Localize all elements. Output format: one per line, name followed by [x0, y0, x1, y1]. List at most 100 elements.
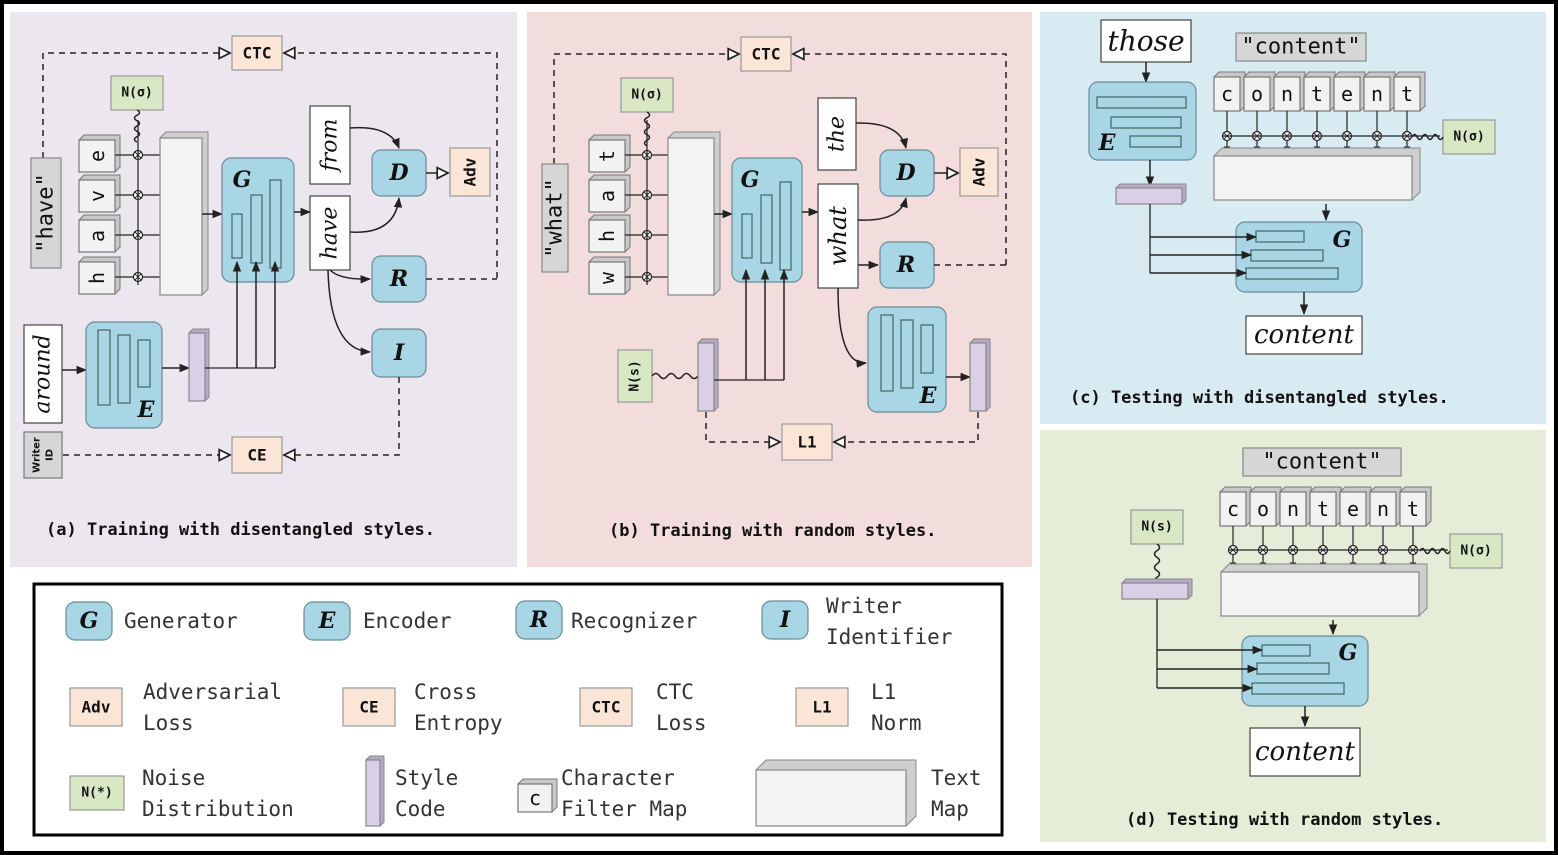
adv-loss-box-label: Adv [970, 157, 989, 186]
char-filter-letter: h [85, 272, 109, 284]
legend-encoder-icon [303, 601, 351, 641]
legend-noise-icon-label: N(*) [81, 786, 112, 801]
legend-generator: Generator [124, 609, 238, 633]
legend-l1-icon-label: L1 [812, 698, 831, 717]
legend-ctc-loss: CTC [656, 680, 694, 704]
style-code [365, 759, 381, 827]
word-string-box [1242, 447, 1402, 477]
gen-bar [1251, 682, 1345, 695]
generator-module-label: G [741, 167, 760, 193]
legend-ctc-icon [579, 687, 633, 727]
ctc-loss-box-label: CTC [243, 44, 272, 63]
generated-image-text: content [1254, 320, 1355, 350]
char-filter-letter: t [1407, 497, 1419, 521]
legend-writer-identifier: Identifier [826, 625, 952, 649]
style-code [1115, 187, 1183, 205]
legend-ctc-loss: Loss [656, 711, 707, 735]
style-reference-image [1100, 19, 1192, 63]
style-code [1121, 582, 1189, 600]
generated-image-text: what [824, 206, 852, 266]
legend-writer-identifier-icon [761, 600, 809, 640]
enc-bar [900, 319, 914, 389]
legend-noise-distribution: Distribution [142, 797, 294, 821]
word-string-box-text: "content" [1262, 450, 1381, 475]
char-filter-map [1279, 491, 1307, 527]
recognizer-module-label: R [896, 252, 915, 278]
text-map [755, 769, 907, 827]
legend-adv-icon [69, 687, 123, 727]
char-filter-map [588, 261, 626, 295]
generator-module-label: G [1339, 640, 1358, 666]
recognizer-module-label: R [389, 266, 408, 292]
char-filter-letter: t [595, 150, 619, 162]
legend-ce-icon-label: CE [359, 698, 378, 717]
char-filter-letter: n [1377, 497, 1389, 521]
char-filter-map [517, 783, 553, 813]
legend-character-filter-map: Filter Map [561, 797, 687, 821]
ctc-loss-box-label: CTC [752, 45, 781, 64]
noise-s-box-label: N(s) [628, 360, 643, 391]
style-code [697, 342, 715, 412]
style-reference-image-text: those [1107, 25, 1184, 58]
enc-bar [1129, 135, 1182, 148]
enc-bar [1110, 116, 1182, 129]
noise-squiggle [1411, 133, 1444, 141]
noise-squiggle [1153, 543, 1161, 585]
encoder-module-label: E [919, 383, 938, 409]
generator-module-label: G [1333, 227, 1352, 253]
legend-adversarial-loss: Loss [143, 711, 194, 735]
gen-bar [1255, 230, 1305, 243]
enc-bar [1096, 96, 1187, 109]
enc-bar [880, 314, 894, 392]
l1-loss-box [781, 423, 833, 461]
legend-generator-icon [65, 601, 113, 641]
char-filter-letter: e [1347, 497, 1359, 521]
gen-bar [779, 181, 792, 271]
noise-sigma-box [1442, 119, 1496, 155]
connector [553, 54, 739, 164]
text-map [667, 137, 715, 296]
char-filter-letter: w [595, 271, 619, 284]
connector [857, 196, 908, 221]
char-filter-letter: c [529, 786, 541, 810]
legend-cross-entropy: Cross [414, 680, 477, 704]
char-filter-map [78, 219, 116, 253]
generated-image-text: have [318, 207, 343, 260]
char-filter-map [1249, 491, 1277, 527]
char-filter-letter: t [1401, 82, 1413, 106]
gen-bar [1261, 644, 1311, 657]
connector [834, 412, 979, 442]
char-filter-letter: n [1281, 82, 1293, 106]
enc-bar [920, 324, 934, 374]
char-filter-map [588, 139, 626, 173]
encoder-module-label: E [137, 397, 156, 423]
legend-text-map: Map [931, 797, 969, 821]
noise-squiggle [133, 109, 141, 143]
char-filter-letter: o [1251, 82, 1263, 106]
reference-image-text: the [825, 116, 850, 152]
legend-style-code: Style [395, 766, 458, 790]
gen-bar [1245, 267, 1339, 280]
gen-bar [231, 213, 243, 259]
char-filter-map [1219, 491, 1247, 527]
char-filter-map [78, 179, 116, 213]
char-filter-letter: h [595, 230, 619, 242]
char-filter-letter: v [85, 190, 109, 202]
legend-cross-entropy: Entropy [414, 711, 503, 735]
legend-recognizer-icon-label: R [529, 607, 548, 633]
reference-image-text: from [318, 119, 343, 174]
text-map [1213, 155, 1413, 201]
enc-bar [97, 329, 111, 406]
generated-image [1249, 727, 1361, 777]
gen-bar [1250, 249, 1324, 262]
noise-sigma-box-label: N(σ) [631, 88, 662, 103]
generator-module-label: G [233, 167, 252, 193]
enc-bar [137, 339, 151, 388]
legend-generator-icon-label: G [80, 608, 99, 634]
char-filter-map [1399, 491, 1427, 527]
connector [793, 54, 1007, 265]
style-reference-image [23, 324, 63, 424]
char-filter-letter: n [1371, 82, 1383, 106]
char-filter-letter: t [1311, 82, 1323, 106]
char-filter-map [78, 261, 116, 295]
